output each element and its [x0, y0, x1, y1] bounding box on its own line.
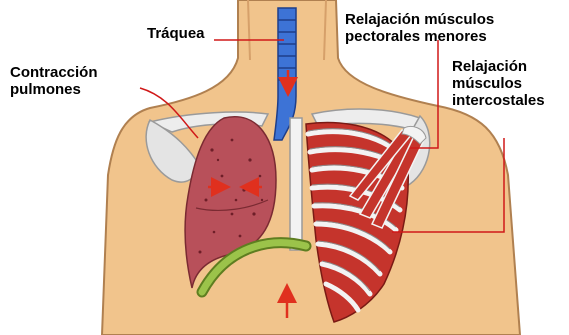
- sternum: [290, 118, 302, 250]
- label-relajacion-pectorales: Relajación músculos pectorales menores: [345, 11, 494, 45]
- label-line: pectorales menores: [345, 28, 494, 45]
- label-line: Contracción: [10, 64, 98, 81]
- label-traquea: Tráquea: [147, 25, 205, 42]
- label-line: músculos: [452, 75, 545, 92]
- label-line: pulmones: [10, 81, 98, 98]
- label-relajacion-intercostales: Relajación músculos intercostales: [452, 58, 545, 109]
- label-contraccion-pulmones: Contracción pulmones: [10, 64, 98, 98]
- label-line: Relajación: [452, 58, 545, 75]
- label-line: intercostales: [452, 92, 545, 109]
- label-line: Relajación músculos: [345, 11, 494, 28]
